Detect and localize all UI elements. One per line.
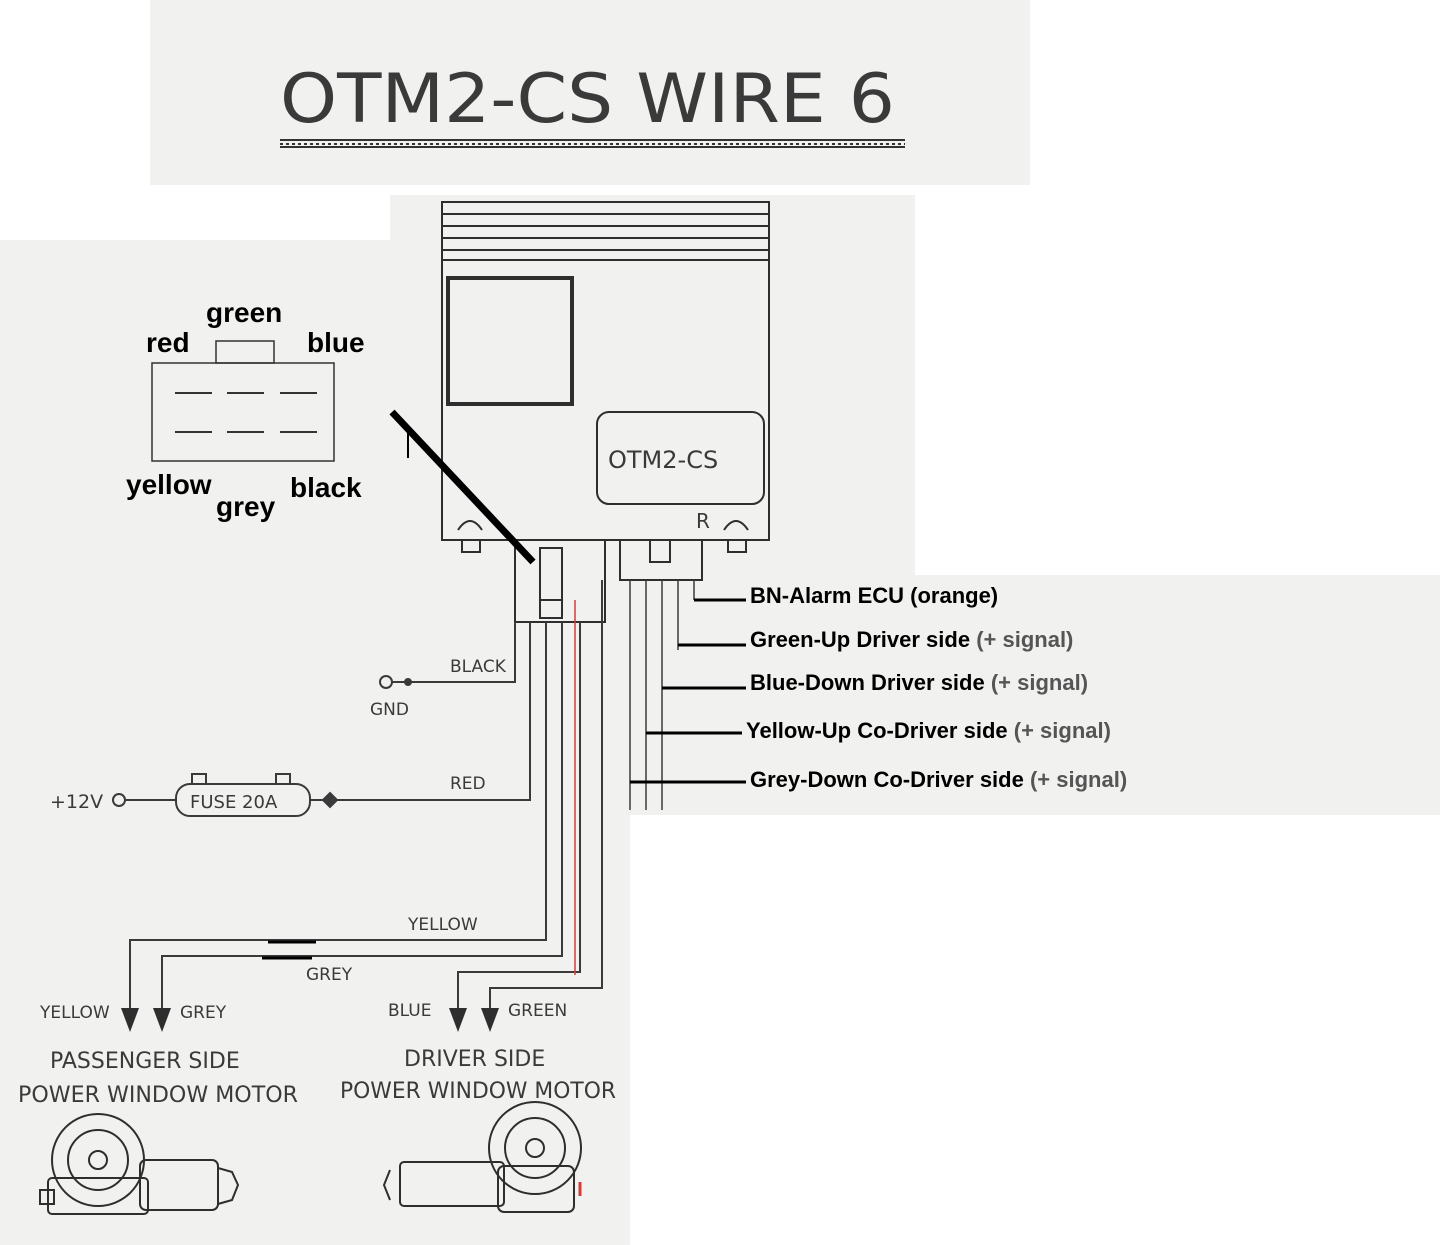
driver-motor-title: DRIVER SIDE [404, 1047, 545, 1072]
pin-label-blue: blue [307, 327, 365, 358]
adjust-screw-right [723, 520, 749, 553]
left-plug [514, 539, 606, 623]
module-window [446, 276, 574, 406]
module-box [441, 201, 770, 541]
pin-label-grey: grey [216, 491, 276, 522]
wire-label-red: RED [450, 774, 486, 794]
passenger-wire-grey: GREY [180, 1003, 227, 1023]
supply-label: +12V [50, 791, 103, 813]
passenger-wire-yellow: YELLOW [39, 1003, 110, 1023]
output-note-grey-down: (+ signal) [1030, 767, 1127, 792]
output-label-yellow-up: Yellow-Up Co-Driver side (+ signal) [746, 718, 1111, 743]
adjust-screw-left [457, 520, 483, 553]
passenger-motor-subtitle: POWER WINDOW MOTOR [18, 1083, 298, 1108]
motor-wires [129, 580, 603, 1010]
pin-label-green: green [206, 297, 282, 328]
wire-label-yellow: YELLOW [407, 915, 478, 935]
passenger-motor-title: PASSENGER SIDE [50, 1049, 240, 1074]
module-label-plate [596, 411, 765, 505]
pin-label-black: black [290, 472, 362, 503]
output-leaders [630, 598, 746, 784]
wire-break-marks [262, 940, 316, 960]
wire-label-grey: GREY [306, 965, 353, 985]
module-vent-lines [442, 213, 769, 261]
output-note-green-up: (+ signal) [976, 627, 1073, 652]
output-label-alarm: BN-Alarm ECU (orange) [750, 583, 998, 608]
gnd-label: GND [370, 700, 409, 720]
output-label-grey-down: Grey-Down Co-Driver side (+ signal) [750, 767, 1127, 792]
output-note-blue-down: (+ signal) [991, 670, 1088, 695]
driver-motor-icon [382, 1101, 582, 1213]
pin-label-yellow: yellow [126, 469, 212, 500]
module-right-mark: R [696, 509, 710, 533]
connector-pinout [151, 340, 335, 462]
module-label: OTM2-CS [608, 446, 718, 474]
connector-pointer-line [389, 409, 536, 565]
title-underline [280, 139, 905, 148]
pin-label-red: red [146, 327, 190, 358]
output-wires [629, 580, 695, 810]
output-note-yellow-up: (+ signal) [1014, 718, 1111, 743]
passenger-motor-icon [39, 1113, 240, 1215]
driver-wire-blue: BLUE [388, 1001, 431, 1021]
ground-wire [379, 622, 516, 689]
wire-arrows [121, 1008, 499, 1032]
supply-wire [112, 622, 531, 817]
right-plug [619, 539, 703, 581]
driver-wire-green: GREEN [508, 1001, 567, 1021]
output-label-green-up: Green-Up Driver side (+ signal) [750, 627, 1073, 652]
fuse-body [175, 783, 311, 817]
fuse-label: FUSE 20A [190, 792, 278, 813]
driver-motor-subtitle: POWER WINDOW MOTOR [340, 1079, 616, 1104]
output-label-blue-down: Blue-Down Driver side (+ signal) [750, 670, 1088, 695]
diagram-title: OTM2-CS WIRE 6 [280, 60, 895, 139]
wire-label-black: BLACK [450, 657, 507, 677]
